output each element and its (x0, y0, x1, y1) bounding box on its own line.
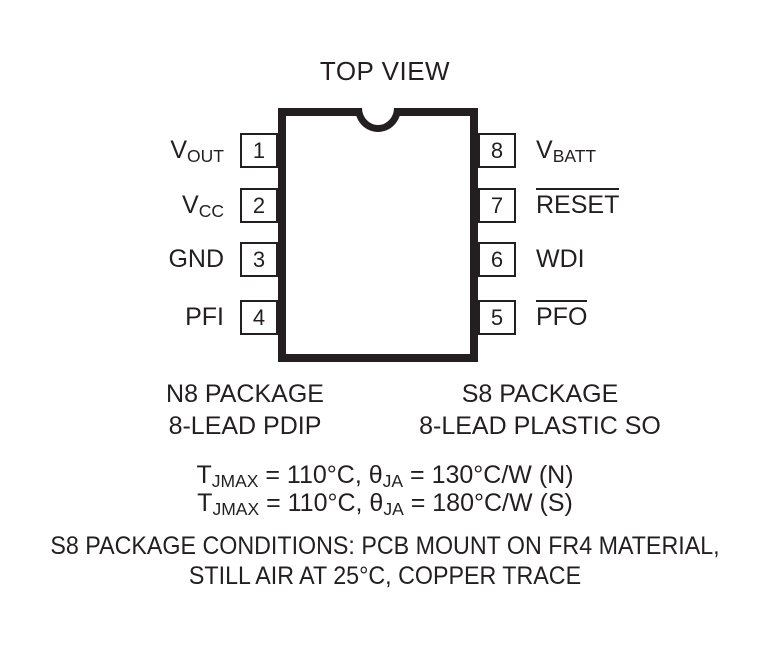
thermal-n-tj-value: = 110°C, (258, 461, 369, 489)
pin-label-wdi-main: WDI (536, 245, 585, 273)
thermal-s-tj-sub: JMAX (212, 498, 260, 519)
thermal-n-tj-sub: JMAX (211, 470, 259, 491)
package-desc-s8: 8-LEAD PLASTIC SO (419, 412, 661, 440)
thermal-spec-s: TJMAX = 110°C, θJA = 180°C/W (S) (0, 489, 770, 520)
pin-label-vout-main: V (170, 136, 188, 164)
pin-box-1: 1 (240, 133, 278, 168)
pin-label-gnd: GND (168, 242, 224, 277)
pin-label-pfo-main: PFO (536, 300, 588, 331)
chip-body-outline (278, 108, 478, 362)
package-info-s8: S8 PACKAGE 8-LEAD PLASTIC SO (380, 378, 700, 442)
pin-label-vcc-sub: CC (198, 200, 224, 221)
thermal-n-theta-symbol: θ (368, 461, 383, 489)
package-desc-n8: 8-LEAD PDIP (168, 412, 322, 440)
thermal-s-tj-value: = 110°C, (259, 489, 370, 517)
pin-label-vout-sub: OUT (187, 145, 224, 166)
thermal-s-theta-symbol: θ (369, 489, 384, 517)
pin-box-6: 6 (478, 242, 516, 277)
pin-box-2: 2 (240, 188, 278, 223)
pin-box-8: 8 (478, 133, 516, 168)
package-name-n8: N8 PACKAGE (166, 380, 324, 408)
pin-label-gnd-main: GND (168, 245, 224, 273)
pin-label-pfi-main: PFI (185, 303, 224, 331)
thermal-n-theta-value: = 130°C/W (N) (403, 461, 574, 489)
thermal-s-tj-symbol: T (197, 489, 213, 517)
thermal-n-theta-sub: JA (382, 470, 404, 491)
pin-label-vcc-main: V (182, 191, 199, 219)
package-name-s8: S8 PACKAGE (461, 380, 619, 408)
pin-box-5: 5 (478, 300, 516, 335)
thermal-spec-n: TJMAX = 110°C, θJA = 130°C/W (N) (0, 461, 770, 492)
pin-label-wdi: WDI (536, 242, 585, 277)
pin-label-vbatt: VBATT (536, 133, 596, 170)
pin-label-vbatt-main: V (536, 136, 553, 164)
thermal-s-theta-sub: JA (383, 498, 404, 519)
page-title: TOP VIEW (319, 56, 451, 86)
pin-label-reset-main: RESET (536, 188, 620, 219)
pin-box-7: 7 (478, 188, 516, 223)
pin-box-3: 3 (240, 242, 278, 277)
pin-box-4: 4 (240, 300, 278, 335)
pin-label-vout: VOUT (170, 133, 224, 170)
pin-label-pfi: PFI (185, 300, 224, 335)
conditions-line-1: S8 PACKAGE CONDITIONS: PCB MOUNT ON FR4 … (50, 532, 720, 560)
pin-label-vcc: VCC (182, 188, 224, 225)
thermal-s-theta-value: = 180°C/W (S) (403, 489, 573, 517)
thermal-n-tj-symbol: T (196, 461, 212, 489)
pin-label-vbatt-sub: BATT (552, 145, 597, 166)
conditions-line-2: STILL AIR AT 25°C, COPPER TRACE (188, 562, 582, 590)
pin-label-pfo: PFO (536, 300, 588, 335)
package-info-n8: N8 PACKAGE 8-LEAD PDIP (100, 378, 390, 442)
pin-label-reset: RESET (536, 188, 620, 223)
